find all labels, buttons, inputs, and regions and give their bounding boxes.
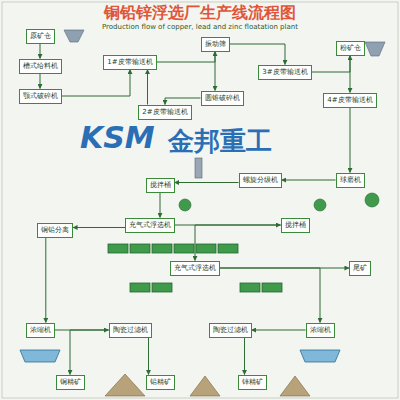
equipment-label: 1#皮带输送机 <box>107 58 152 67</box>
equipment-label: 尾矿 <box>353 264 367 273</box>
equipment-box: 圆锥破碎机 <box>201 91 244 106</box>
equipment-box: 球磨机 <box>336 173 365 188</box>
equipment-box: 搅拌桶 <box>281 218 310 233</box>
equipment-label: 粉矿仓 <box>340 44 361 53</box>
equipment-box: 陶瓷过滤机 <box>109 323 152 338</box>
equipment-label: 浓缩机 <box>30 326 51 335</box>
flow-line <box>70 330 109 375</box>
equipment-label: 陶瓷过滤机 <box>213 326 248 335</box>
flow-line <box>350 108 351 173</box>
equipment-box: 3#皮带输送机 <box>258 65 311 80</box>
equipment-label: 槽式给料机 <box>23 62 58 71</box>
equipment-box: 颚式破碎机 <box>19 89 62 104</box>
equipment-label: 搅拌桶 <box>150 181 171 190</box>
flow-line <box>244 338 245 375</box>
equipment-box: 2#皮带输送机 <box>138 105 191 120</box>
thickener-tanks <box>20 350 340 362</box>
equipment-box: 陶瓷过滤机 <box>209 323 252 338</box>
equipment-box: 锌精矿 <box>238 375 267 390</box>
flow-line <box>157 52 215 63</box>
equipment-box: 浓缩机 <box>306 323 335 338</box>
equipment-label: 充气式浮选机 <box>129 221 171 230</box>
watermark: KSM <box>80 120 155 155</box>
flow-line <box>160 193 161 218</box>
equipment-box: 铜铅分离 <box>37 223 73 238</box>
equipment-box: 铜精矿 <box>56 375 85 390</box>
equipment-label: 颚式破碎机 <box>23 92 58 101</box>
equipment-box: 充气式浮选机 <box>170 261 220 276</box>
flow-line <box>175 182 239 183</box>
equipment-label: 圆锥破碎机 <box>205 94 240 103</box>
flow-line <box>252 330 306 331</box>
equipment-label: 3#皮带输送机 <box>262 68 307 77</box>
flow-line <box>195 225 281 261</box>
flow-line <box>230 44 286 65</box>
flow-line <box>282 180 336 181</box>
equipment-box: 槽式给料机 <box>19 59 62 74</box>
equipment-label: 铅精矿 <box>150 378 171 387</box>
flow-line <box>148 338 149 375</box>
equipment-label: 搅拌桶 <box>285 221 306 230</box>
equipment-box: 铅精矿 <box>146 375 175 390</box>
equipment-label: 陶瓷过滤机 <box>113 326 148 335</box>
equipment-label: 振动筛 <box>205 40 226 49</box>
concentrate-piles <box>105 374 310 396</box>
flow-line <box>147 70 148 105</box>
mill-tanks <box>179 158 379 211</box>
equipment-box: 搅拌桶 <box>146 178 175 193</box>
equipment-box: 充气式浮选机 <box>125 218 175 233</box>
flow-line <box>350 56 351 93</box>
flow-line <box>220 268 320 323</box>
equipment-label: 螺旋分级机 <box>243 176 278 185</box>
equipment-box: 螺旋分级机 <box>239 173 282 188</box>
equipment-label: 锌精矿 <box>242 378 263 387</box>
flow-line <box>312 56 350 73</box>
equipment-label: 充气式浮选机 <box>174 264 216 273</box>
equipment-box: 1#皮带输送机 <box>103 55 156 70</box>
flow-line <box>40 74 41 89</box>
equipment-box: 浓缩机 <box>26 323 55 338</box>
flow-line <box>40 44 41 59</box>
equipment-label: 原矿仓 <box>30 32 51 41</box>
watermark: 金邦重工 <box>168 124 272 159</box>
equipment-label: 铜铅分离 <box>41 226 69 235</box>
equipment-box: 尾矿 <box>349 261 371 276</box>
equipment-label: 浓缩机 <box>310 326 331 335</box>
diagram-title: 铜铅锌浮选厂生产线流程图 <box>0 3 400 24</box>
hoppers <box>64 30 385 56</box>
flow-line <box>45 238 46 323</box>
equipment-box: 振动筛 <box>201 37 230 52</box>
flow-line <box>62 70 131 97</box>
equipment-box: 粉矿仓 <box>336 41 365 56</box>
equipment-box: 4#皮带输送机 <box>323 93 376 108</box>
equipment-label: 2#皮带输送机 <box>142 108 187 117</box>
flow-line <box>215 52 216 91</box>
equipment-label: 4#皮带输送机 <box>327 96 372 105</box>
equipment-label: 铜精矿 <box>60 378 81 387</box>
equipment-box: 原矿仓 <box>26 29 55 44</box>
subtitle: Production flow of copper, lead and zinc… <box>0 23 400 31</box>
flow-line <box>73 227 125 228</box>
equipment-label: 球磨机 <box>340 176 361 185</box>
